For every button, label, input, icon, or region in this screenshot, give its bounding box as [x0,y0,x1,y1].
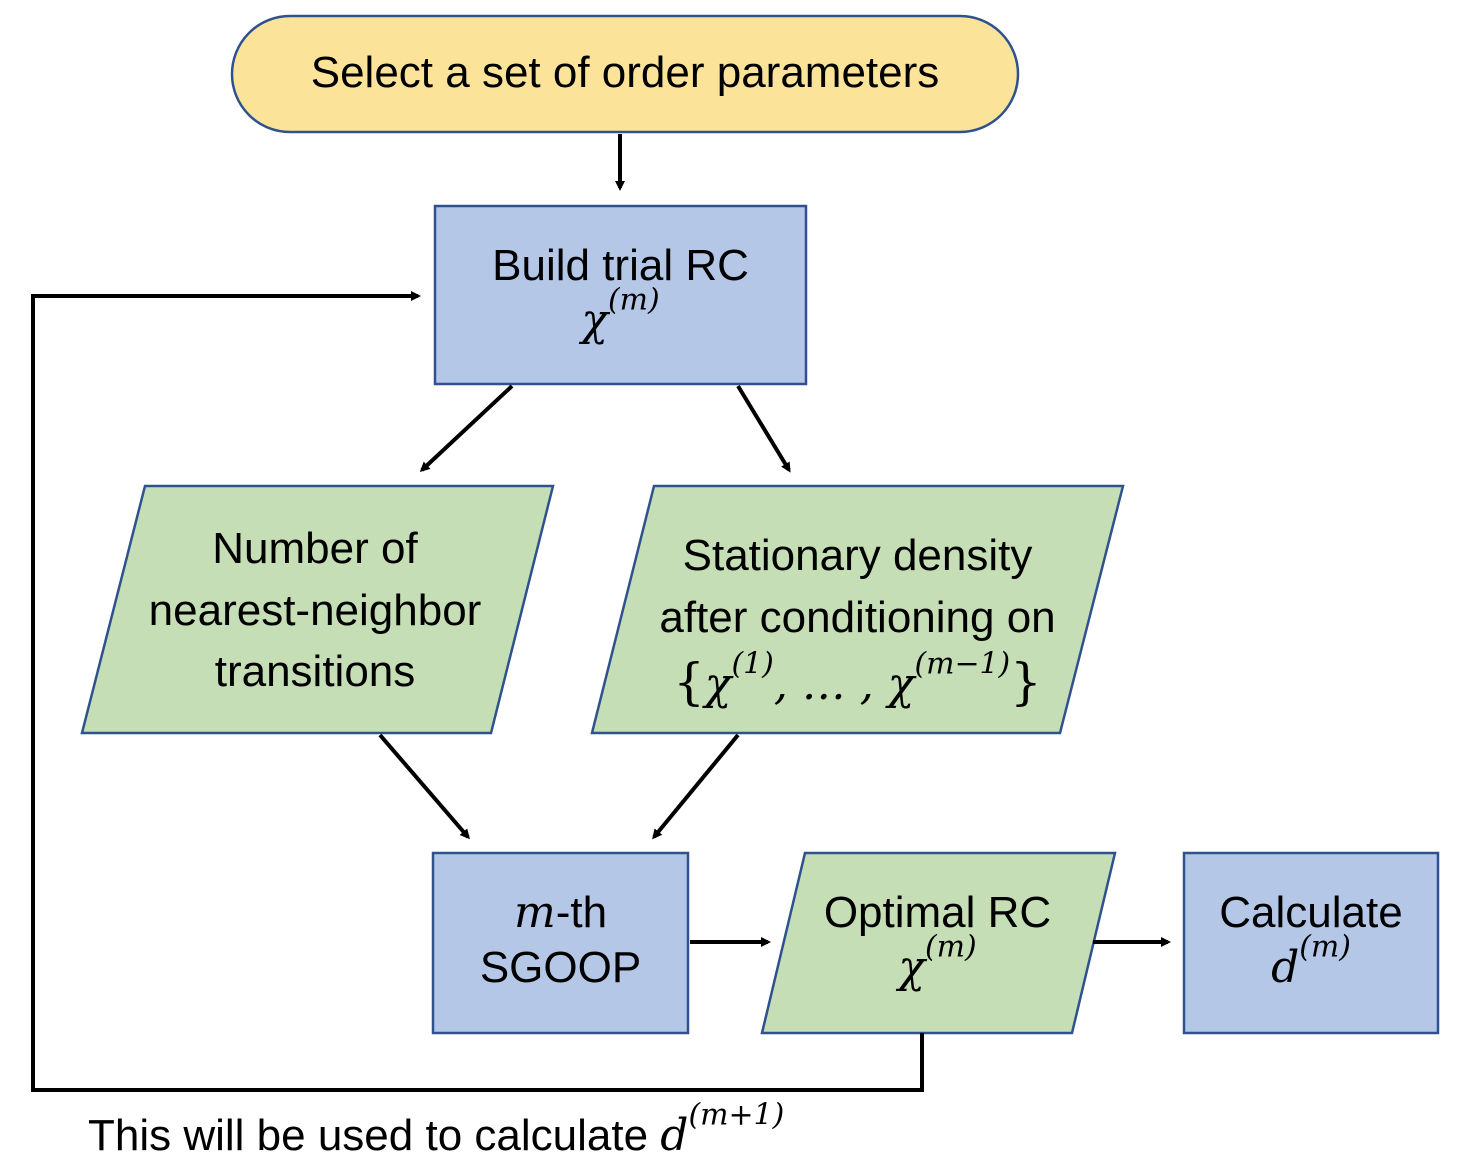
arrow-build-to-density [736,384,791,473]
feedback-note-symbol: d(m+1) [660,1097,785,1161]
start-terminal-shape [230,14,1020,134]
optimal-rc-symbol: χ(m) [898,929,977,993]
transitions-line-2: nearest-neighbor [148,585,482,635]
arrow-build-to-transitions [419,384,514,473]
feedback-note: This will be used to calculate d(m+1) [88,1097,988,1163]
density-parallelogram [590,484,1125,735]
density-line-2: after conditioning on [659,592,1056,642]
calculate-symbol: d(m) [1271,929,1351,993]
arrow-density-to-sgoop [652,733,740,840]
feedback-note-text: This will be used to calculate [88,1111,661,1160]
density-condition-set: {χ(1), … , χ(m−1)} [673,646,1042,712]
optimal-rc-label: Optimal RC χ(m) [780,885,1095,995]
calculate-box [1182,851,1440,1035]
sgoop-line-2: SGOOP [479,943,642,992]
transitions-parallelogram [80,484,555,735]
calculate-title: Calculate [1219,888,1403,937]
transitions-line-1: Number of [212,524,418,573]
transitions-label: Number of nearest-neighbor transitions [110,518,520,703]
sgoop-label: m-th SGOOP [433,885,688,995]
start-text: Select a set of order parameters [310,48,940,97]
density-label: Stationary density after conditioning on… [610,525,1105,717]
build-rc-title: Build trial RC [492,241,749,290]
start-label: Select a set of order parameters [232,45,1018,100]
sgoop-line-1: m-th [513,887,608,938]
density-line-1: Stationary density [682,531,1033,580]
optimal-rc-title: Optimal RC [823,888,1052,937]
arrow-transitions-to-sgoop [378,733,470,840]
feedback-loop-line [31,291,924,1092]
sgoop-box [431,851,690,1035]
optimal-rc-parallelogram [760,851,1117,1035]
calculate-label: Calculate d(m) [1184,885,1438,995]
build-rc-label: Build trial RC χ(m) [435,238,806,348]
build-rc-symbol: χ(m) [581,282,660,346]
build-rc-box [433,204,808,386]
transitions-line-3: transitions [214,647,416,697]
